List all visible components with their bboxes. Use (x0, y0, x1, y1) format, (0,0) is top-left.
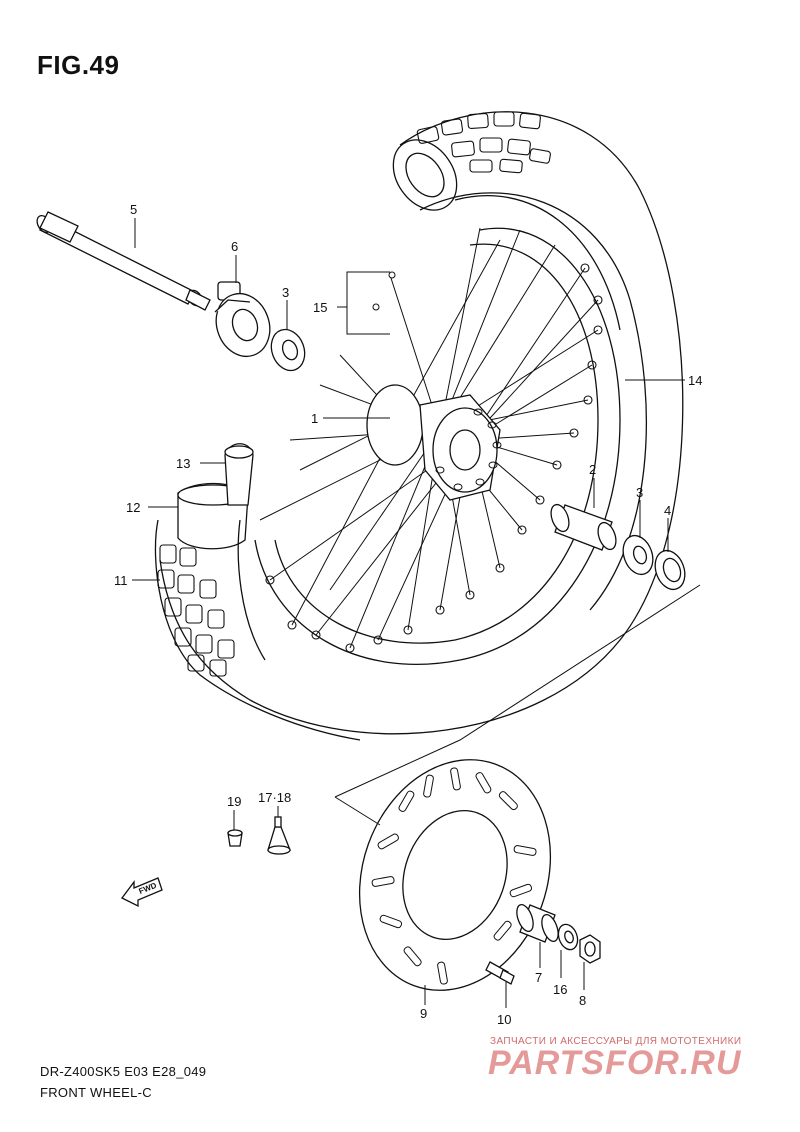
callout-1: 1 (311, 411, 318, 426)
forward-arrow-icon: FWD (121, 877, 163, 908)
disc-bolt (485, 961, 515, 985)
spacer-2 (550, 503, 617, 551)
nut (579, 934, 601, 964)
brake-disc (358, 759, 552, 991)
callout-11: 11 (114, 573, 128, 588)
bearing-lower (622, 534, 654, 576)
callout-4: 4 (664, 503, 671, 518)
callout-3-lower: 3 (636, 485, 643, 500)
callout-8: 8 (579, 993, 586, 1008)
spokes (259, 227, 599, 649)
axle (36, 211, 211, 311)
footer-model-code: DR-Z400SK5 E03 E28_049 (40, 1064, 207, 1079)
watermark-tagline: ЗАПЧАСТИ И АКСЕССУАРЫ ДЛЯ МОТОТЕХНИКИ (490, 1036, 742, 1047)
oil-seal (654, 549, 686, 591)
tire (157, 111, 684, 735)
tire-section (154, 519, 361, 741)
callout-15: 15 (313, 300, 327, 315)
callout-7: 7 (535, 970, 542, 985)
callout-10: 10 (497, 1012, 511, 1027)
callout-13: 13 (176, 456, 190, 471)
callout-16: 16 (553, 982, 567, 997)
figure-title: FIG.49 (37, 50, 120, 80)
callout-labels: 5 6 3 15 1 13 12 11 2 3 4 14 19 17·18 7 … (114, 202, 702, 1027)
spacer-7 (516, 903, 559, 943)
speedometer-gearbox (214, 281, 271, 358)
callout-3-upper: 3 (282, 285, 289, 300)
rim (254, 227, 621, 665)
leader-lines (132, 218, 701, 1008)
hub (366, 384, 502, 501)
footer-diagram-name: FRONT WHEEL-C (40, 1085, 152, 1100)
callout-6: 6 (231, 239, 238, 254)
valve (267, 816, 291, 855)
washer (557, 923, 579, 951)
callout-5: 5 (130, 202, 137, 217)
bearing-upper (270, 328, 306, 372)
nipple-bracket (346, 271, 396, 335)
callout-17-18: 17·18 (258, 790, 291, 805)
callout-12: 12 (126, 500, 140, 515)
callout-19: 19 (227, 794, 241, 809)
watermark-logo: PARTSFOR.RU (488, 1044, 742, 1082)
callout-2: 2 (589, 462, 596, 477)
callout-14: 14 (688, 373, 702, 388)
callout-9: 9 (420, 1006, 427, 1021)
inner-tube (224, 443, 254, 506)
valve-cap (227, 829, 243, 847)
